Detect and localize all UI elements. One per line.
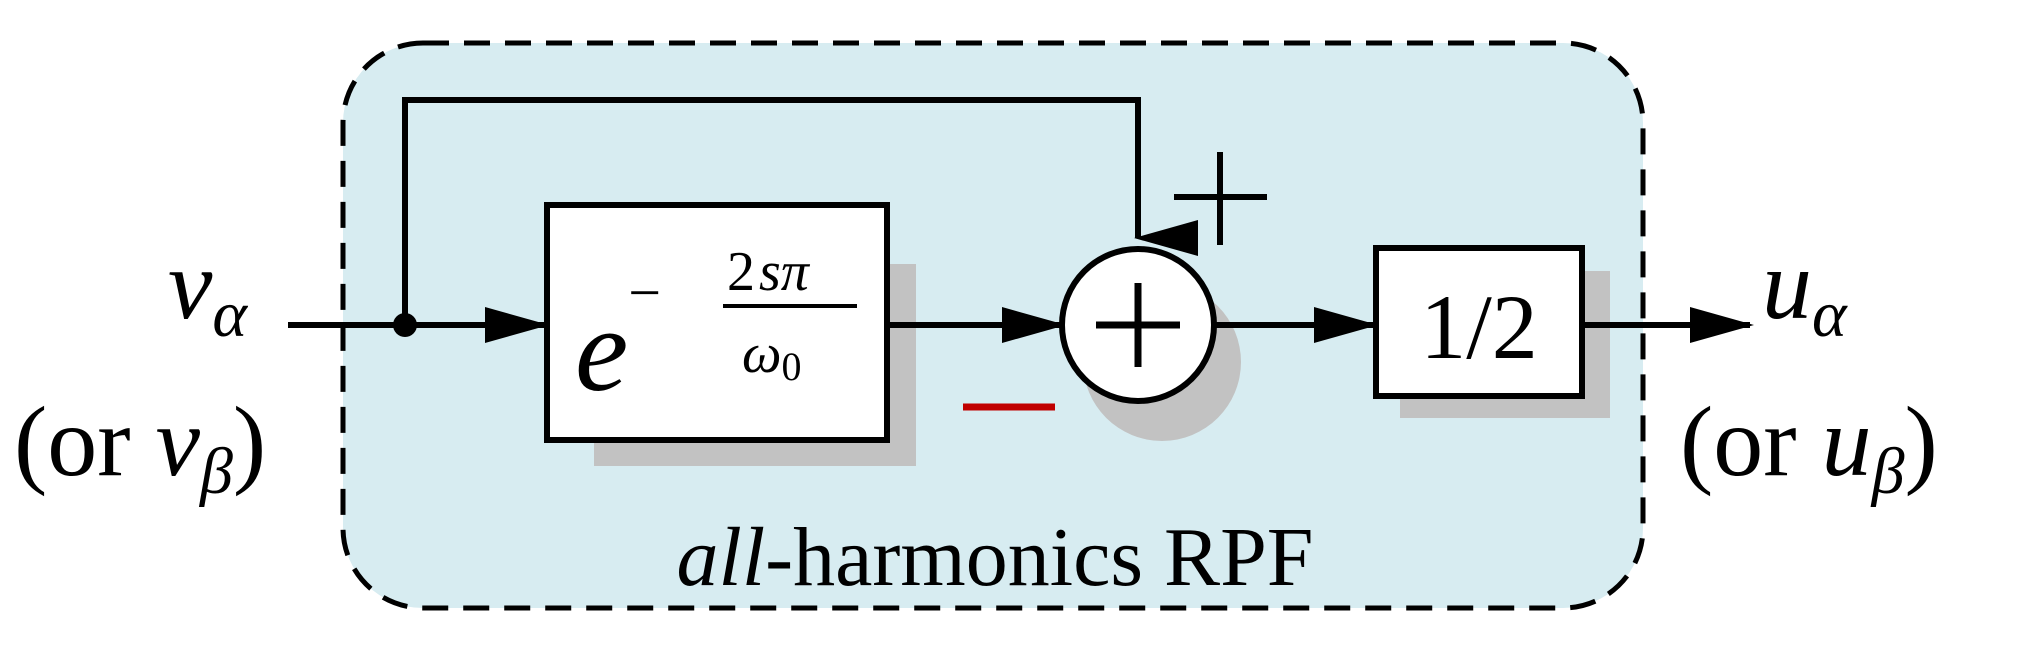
feedforward-line xyxy=(402,97,1198,325)
output-alt-label: (or uβ) xyxy=(1680,386,1938,508)
delay-expression: e− xyxy=(575,260,661,416)
delay-denominator: ω0 xyxy=(742,323,802,389)
output-signal-label: uα xyxy=(1762,229,1848,351)
input-signal-label: vα xyxy=(168,229,248,351)
panel-label: all-harmonics RPF xyxy=(676,511,1313,604)
branch-point xyxy=(393,313,417,337)
gain-block xyxy=(1373,245,1585,399)
delay-numerator: 2sπ xyxy=(727,241,811,303)
input-alt-label: (or vβ) xyxy=(14,386,266,508)
gain-label: 1/2 xyxy=(1420,276,1538,378)
delay-block xyxy=(544,202,890,443)
